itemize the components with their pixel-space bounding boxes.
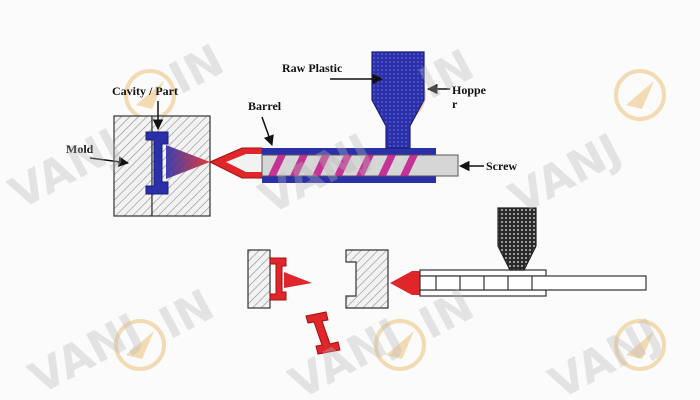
label-hopper-line2: r bbox=[452, 97, 458, 111]
falling-part bbox=[305, 311, 341, 355]
watermark-logo-icon bbox=[114, 319, 166, 371]
bottom-nozzle bbox=[390, 271, 420, 295]
open-mold-left-half bbox=[247, 249, 271, 309]
watermark-logo-icon bbox=[374, 319, 426, 371]
label-mold: Mold bbox=[66, 142, 94, 156]
barrel-top-wall bbox=[262, 148, 436, 155]
mold-cavity-part bbox=[145, 131, 169, 195]
watermark-logo-icon bbox=[614, 69, 666, 121]
label-hopper-line1: Hoppe bbox=[452, 83, 487, 97]
bottom-hopper bbox=[497, 207, 537, 271]
label-raw-plastic: Raw Plastic bbox=[282, 61, 343, 75]
melt-flow-cone bbox=[166, 145, 210, 179]
label-barrel: Barrel bbox=[248, 99, 282, 113]
watermark-text-left: VANJ bbox=[1, 119, 129, 220]
open-mold-right-half bbox=[345, 249, 389, 309]
bottom-screw-shaft bbox=[419, 275, 647, 291]
label-cavity-part: Cavity / Part bbox=[112, 84, 178, 98]
watermark-text-left: VANJ bbox=[21, 304, 149, 400]
watermark-text-left: VANJ bbox=[501, 124, 629, 225]
ejected-part-on-core bbox=[269, 257, 287, 301]
bottom-barrel-top-wall bbox=[419, 269, 547, 277]
bottom-screw-flights bbox=[435, 276, 533, 290]
watermark-logo-icon bbox=[614, 319, 666, 371]
arrow-mold bbox=[89, 156, 130, 167]
barrel-bottom-wall bbox=[262, 176, 436, 183]
nozzle-inner bbox=[226, 154, 262, 172]
ejected-sprue bbox=[284, 272, 312, 288]
arrow-barrel bbox=[261, 116, 274, 146]
hopper bbox=[371, 51, 425, 149]
screw-flights bbox=[268, 155, 418, 176]
label-screw: Screw bbox=[486, 159, 517, 173]
watermark-text-left: VANJ bbox=[541, 309, 669, 400]
watermark-text-group: VANJ IN VANJ IN VANJ VANJ IN VANJ IN VAN… bbox=[1, 35, 669, 400]
watermark-text-left: VANJ bbox=[281, 309, 409, 400]
